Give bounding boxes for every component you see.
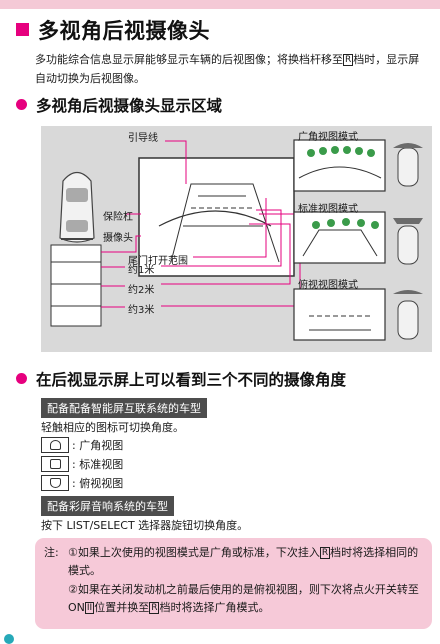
wide-view-label: 广角视图模式	[298, 132, 358, 143]
page-title-text: 多视角后视摄像头	[38, 19, 210, 43]
wide-view-text: : 广角视图	[72, 439, 124, 452]
bullet-dot-icon	[16, 373, 27, 384]
distance-2m-label: 约2米	[128, 285, 155, 296]
touch-instruction-text: 轻触相应的图标可切换角度。	[41, 421, 184, 434]
note-item-2-text-c: 档时将选择广角模式。	[159, 601, 270, 614]
knob-instruction-text: 按下 LIST/SELECT 选择器旋钮切换角度。	[41, 519, 249, 532]
section-heading-text: 在后视显示屏上可以看到三个不同的摄像角度	[36, 371, 347, 389]
gear-r-icon: R	[343, 54, 354, 66]
gear-r-icon: R	[149, 602, 160, 614]
guide-line-label: 引导线	[128, 133, 158, 144]
distance-1m-label: 约1米	[128, 265, 155, 276]
standard-view-screen	[293, 211, 386, 264]
intro-text-1: 多功能综合信息显示屏能够显示车辆的后视图像；将换档杆移至	[35, 53, 343, 66]
ignition-on-icon: II	[84, 602, 95, 614]
small-car-icons	[397, 147, 419, 340]
top-view-screen	[293, 288, 386, 341]
camera-display-diagram: 引导线 保险杠 摄像头 尾门打开范围 约1米 约2米 约3米 广角视图模式 标准…	[41, 126, 432, 352]
smart-screen-model-tag: 配备配备智能屏互联系统的车型	[41, 398, 207, 418]
note-item-1-text-b: 档时将选择相同的模式。	[68, 546, 419, 577]
view-row-standard: : 标准视图	[41, 456, 123, 472]
wide-view-screen	[293, 139, 386, 192]
distance-3m-label: 约3米	[128, 305, 155, 316]
view-row-top: : 俯视视图	[41, 475, 123, 491]
note-label: 注:	[44, 546, 59, 559]
page-title: 多视角后视摄像头	[16, 15, 210, 45]
diagram-svg	[50, 139, 423, 341]
note-item-2-text-a: ②如果在关闭发动机之前最后使用的是俯视视图，则下次将点火开关转至 ON	[68, 583, 419, 614]
red-leader-lines	[101, 140, 301, 308]
section-heading-display-area: 多视角后视摄像头显示区域	[16, 94, 222, 116]
tailgate-range-label: 尾门打开范围	[128, 256, 188, 267]
top-view-label: 俯视视图模式	[298, 280, 358, 291]
note-item-2-text-b: 位置并换至	[94, 601, 150, 614]
page-dot-icon	[4, 634, 14, 644]
color-audio-model-tag: 配备彩屏音响系统的车型	[41, 496, 174, 516]
standard-view-text: : 标准视图	[72, 458, 124, 471]
camera-label: 摄像头	[103, 233, 133, 244]
intro-text-2: 档时，显示屏自动切换为后视图像。	[35, 53, 420, 85]
gear-r-icon: R	[319, 547, 331, 559]
distance-zone-boxes	[50, 244, 102, 327]
standard-view-label: 标准视图模式	[298, 204, 358, 215]
bullet-dot-icon	[16, 99, 27, 110]
car-top-view-icon	[59, 171, 95, 243]
top-color-bar	[0, 0, 440, 9]
bottom-bar	[0, 634, 440, 644]
main-rear-view-screen	[138, 157, 295, 277]
bumper-label: 保险杠	[103, 212, 133, 223]
standard-view-icon[interactable]	[41, 456, 69, 472]
section-heading-camera-angles: 在后视显示屏上可以看到三个不同的摄像角度	[16, 368, 346, 390]
note-item-1-text-a: ①如果上次使用的视图模式是广角或标准，下次挂入	[68, 546, 320, 559]
view-row-wide: : 广角视图	[41, 437, 123, 453]
top-view-text: : 俯视视图	[72, 477, 124, 490]
section-heading-text: 多视角后视摄像头显示区域	[36, 97, 223, 115]
wide-view-icon[interactable]	[41, 437, 69, 453]
title-square-icon	[16, 23, 29, 36]
top-view-icon[interactable]	[41, 475, 69, 491]
